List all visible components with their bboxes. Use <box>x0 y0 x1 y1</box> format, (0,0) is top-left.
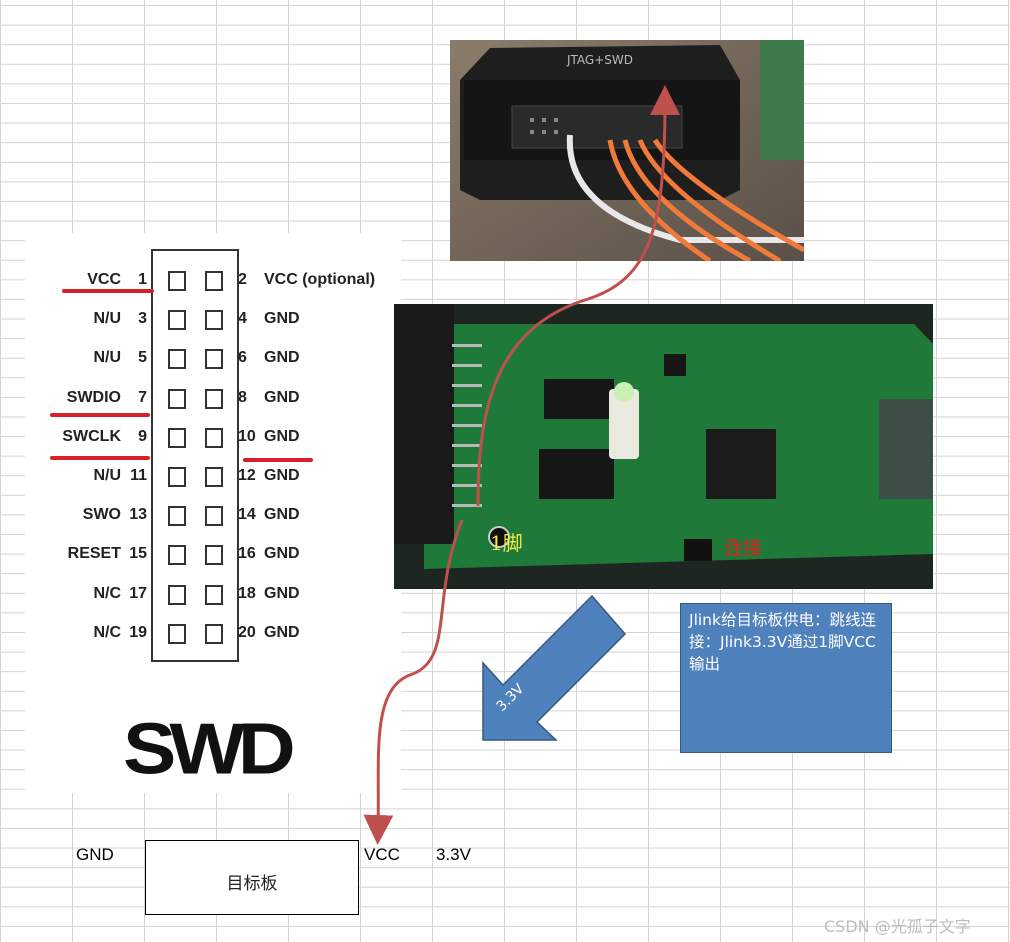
vcc-cell: VCC <box>364 845 400 864</box>
pin-socket <box>205 349 223 370</box>
pin-number-right: 14 <box>238 506 256 524</box>
jtag-link-arrow <box>476 85 680 507</box>
pin-label-right: GND <box>264 388 300 406</box>
pin-socket <box>205 271 223 291</box>
target-board-label: 目标板 <box>226 874 278 894</box>
pin-label-right: GND <box>264 467 300 484</box>
pin-socket <box>168 310 186 331</box>
target-board-photo: 1脚 连接 <box>394 304 933 589</box>
pin-socket <box>168 388 186 409</box>
pin-number-right: 4 <box>238 310 247 328</box>
highlight-vcc <box>62 289 154 293</box>
pin-label-left: N/U <box>93 310 121 328</box>
pin-number-left: 5 <box>138 349 147 367</box>
pin-number-right: 16 <box>238 545 256 563</box>
jlink-probe-photo: JTAG+SWD <box>450 40 804 261</box>
pin-socket <box>168 584 186 605</box>
pin-socket <box>168 349 186 370</box>
pin-number-left: 13 <box>129 506 147 524</box>
power-note: Jlink给目标板供电：跳线连接：Jlink3.3V通过1脚VCC输出 <box>680 603 892 753</box>
pin-number-left: 7 <box>138 388 147 406</box>
pin-number-right: 2 <box>238 271 247 288</box>
pin-label-right: GND <box>264 623 300 641</box>
pin-number-left: 19 <box>129 623 147 641</box>
pin-label-right: GND <box>264 349 300 367</box>
jumper-label: 连接 <box>724 537 762 559</box>
voltage-cell: 3.3V <box>436 845 471 864</box>
pin-socket <box>205 506 223 527</box>
pin-number-left: 9 <box>138 427 147 445</box>
probe-label: JTAG+SWD <box>566 53 633 67</box>
pin-label-left: N/U <box>93 349 121 367</box>
connector-outline <box>151 249 239 662</box>
pin-socket <box>205 467 223 487</box>
highlight-swclk <box>50 456 150 460</box>
pin-label-right: VCC (optional) <box>264 271 376 288</box>
pin-number-left: 15 <box>129 545 147 563</box>
swd-logo: SWD <box>123 708 296 789</box>
pin-socket <box>168 506 186 527</box>
pin-socket <box>205 427 223 448</box>
target-board-box: 目标板 <box>145 840 359 915</box>
pin-label-left: SWDIO <box>66 388 121 406</box>
pin-number-right: 18 <box>238 584 256 602</box>
pin-label-right: GND <box>264 506 300 524</box>
pin-label-right: GND <box>264 310 300 328</box>
vcc-link-arrow <box>363 519 464 845</box>
highlight-gnd <box>243 458 313 462</box>
pin-socket <box>168 427 186 448</box>
pin-socket <box>205 545 223 566</box>
highlight-swdio <box>50 413 150 417</box>
pin-label-left: N/U <box>93 467 121 484</box>
pin-number-right: 12 <box>238 467 256 484</box>
pin-number-right: 20 <box>238 623 256 641</box>
pin-label-right: GND <box>264 584 300 602</box>
pin-label-right: GND <box>264 427 300 445</box>
pin-number-right: 10 <box>238 427 256 445</box>
pin-number-left: 1 <box>138 271 147 288</box>
pin-socket <box>168 467 186 487</box>
pin1-label: 1脚 <box>490 531 523 555</box>
pin-label-right: GND <box>264 545 300 563</box>
watermark: CSDN @光孤子文字 <box>824 917 971 936</box>
pin-label-left: SWO <box>82 506 121 524</box>
pin-socket <box>205 310 223 331</box>
pin-label-left: RESET <box>67 545 121 563</box>
pin-socket <box>168 545 186 566</box>
pin-socket <box>205 388 223 409</box>
pin-label-left: N/C <box>93 584 121 602</box>
pin-number-left: 11 <box>130 467 147 484</box>
pin-label-left: VCC <box>87 271 121 288</box>
pin-number-left: 3 <box>138 310 147 328</box>
pin-label-left: N/C <box>93 623 121 641</box>
pin-socket <box>168 623 186 644</box>
gnd-cell: GND <box>76 845 114 864</box>
direction-arrow <box>482 594 627 741</box>
pin-socket <box>168 271 186 291</box>
pin-number-right: 6 <box>238 349 247 367</box>
pin-socket <box>205 623 223 644</box>
pin-number-left: 17 <box>129 584 147 602</box>
pin-number-right: 8 <box>238 388 247 406</box>
pin-label-left: SWCLK <box>62 427 121 445</box>
pin-socket <box>205 584 223 605</box>
